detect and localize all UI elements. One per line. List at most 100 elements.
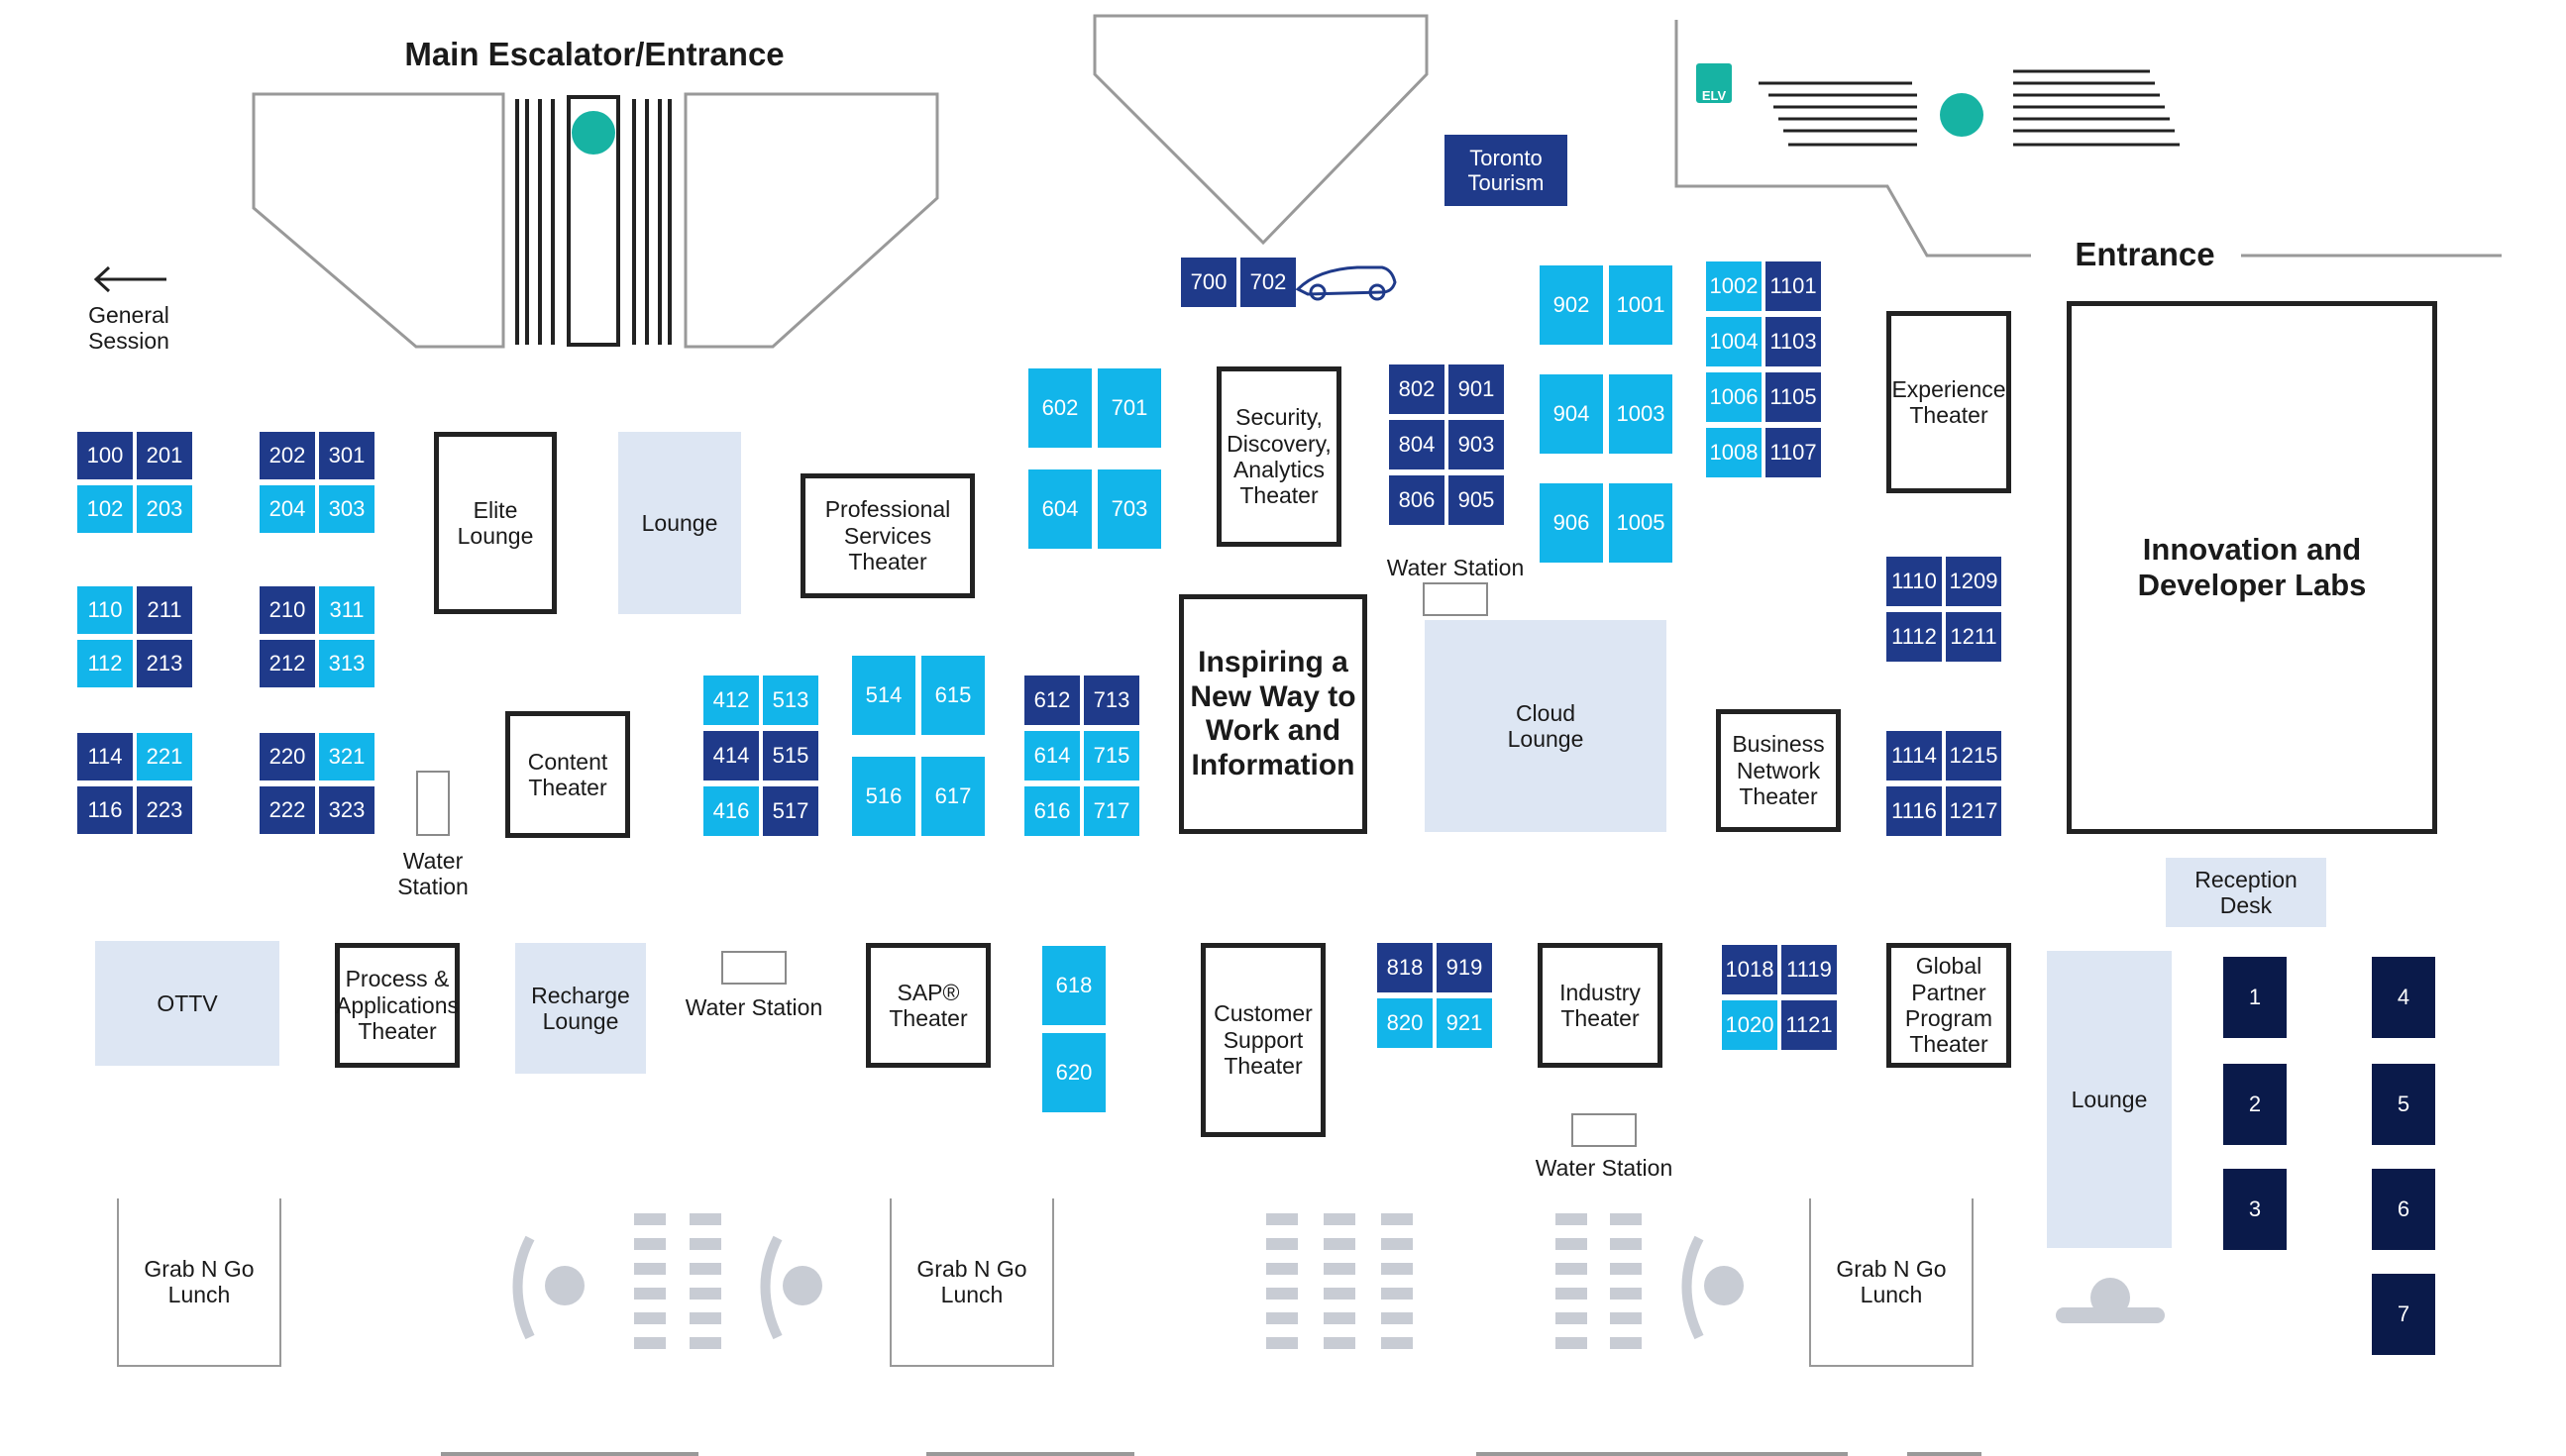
booth-902[interactable]: 902 xyxy=(1540,265,1603,345)
booth-114[interactable]: 114 xyxy=(77,733,133,780)
booth-1006[interactable]: 1006 xyxy=(1706,372,1762,422)
booth-717[interactable]: 717 xyxy=(1084,786,1139,836)
booth-1003[interactable]: 1003 xyxy=(1609,374,1672,454)
lounge-top[interactable]: Lounge xyxy=(618,432,741,614)
booth-301[interactable]: 301 xyxy=(319,432,374,479)
booth-102[interactable]: 102 xyxy=(77,485,133,533)
booth-802[interactable]: 802 xyxy=(1389,364,1444,414)
booth-620[interactable]: 620 xyxy=(1042,1033,1106,1112)
booth-100[interactable]: 100 xyxy=(77,432,133,479)
booth-212[interactable]: 212 xyxy=(260,640,315,687)
booth-222[interactable]: 222 xyxy=(260,786,315,834)
booth-515[interactable]: 515 xyxy=(763,731,818,780)
booth-614[interactable]: 614 xyxy=(1024,731,1080,780)
innovation-developer-labs[interactable]: Innovation and Developer Labs xyxy=(2067,301,2437,834)
booth-303[interactable]: 303 xyxy=(319,485,374,533)
booth-221[interactable]: 221 xyxy=(137,733,192,780)
booth-616[interactable]: 616 xyxy=(1024,786,1080,836)
booth-4[interactable]: 4 xyxy=(2372,957,2435,1038)
booth-323[interactable]: 323 xyxy=(319,786,374,834)
booth-412[interactable]: 412 xyxy=(703,676,759,725)
booth-513[interactable]: 513 xyxy=(763,676,818,725)
booth-517[interactable]: 517 xyxy=(763,786,818,836)
booth-112[interactable]: 112 xyxy=(77,640,133,687)
booth-1020[interactable]: 1020 xyxy=(1722,1000,1777,1050)
booth-311[interactable]: 311 xyxy=(319,586,374,634)
elite-lounge[interactable]: Elite Lounge xyxy=(434,432,557,614)
booth-414[interactable]: 414 xyxy=(703,731,759,780)
booth-701[interactable]: 701 xyxy=(1098,368,1161,448)
ottv-area[interactable]: OTTV xyxy=(95,941,279,1066)
booth-617[interactable]: 617 xyxy=(921,757,985,836)
booth-516[interactable]: 516 xyxy=(852,757,915,836)
professional-services-theater[interactable]: Professional Services Theater xyxy=(801,473,975,598)
booth-602[interactable]: 602 xyxy=(1028,368,1092,448)
booth-1211[interactable]: 1211 xyxy=(1946,612,2001,662)
booth-702[interactable]: 702 xyxy=(1240,258,1296,307)
global-partner-program-theater[interactable]: Global Partner Program Theater xyxy=(1886,943,2011,1068)
booth-1001[interactable]: 1001 xyxy=(1609,265,1672,345)
booth-1005[interactable]: 1005 xyxy=(1609,483,1672,563)
booth-1004[interactable]: 1004 xyxy=(1706,317,1762,366)
content-theater[interactable]: Content Theater xyxy=(505,711,630,838)
recharge-lounge[interactable]: Recharge Lounge xyxy=(515,943,646,1074)
security-discovery-analytics-theater[interactable]: Security, Discovery, Analytics Theater xyxy=(1217,366,1341,547)
booth-615[interactable]: 615 xyxy=(921,656,985,735)
booth-1105[interactable]: 1105 xyxy=(1765,372,1821,422)
booth-806[interactable]: 806 xyxy=(1389,475,1444,525)
booth-1209[interactable]: 1209 xyxy=(1946,557,2001,606)
booth-223[interactable]: 223 xyxy=(137,786,192,834)
booth-5[interactable]: 5 xyxy=(2372,1064,2435,1145)
booth-1107[interactable]: 1107 xyxy=(1765,428,1821,477)
booth-713[interactable]: 713 xyxy=(1084,676,1139,725)
booth-700[interactable]: 700 xyxy=(1181,258,1236,307)
booth-1112[interactable]: 1112 xyxy=(1886,612,1942,662)
booth-110[interactable]: 110 xyxy=(77,586,133,634)
booth-1116[interactable]: 1116 xyxy=(1886,786,1942,836)
sap-theater[interactable]: SAP® Theater xyxy=(866,943,991,1068)
booth-1002[interactable]: 1002 xyxy=(1706,261,1762,311)
booth-1119[interactable]: 1119 xyxy=(1781,945,1837,994)
grab-n-go-lunch-2[interactable]: Grab N Go Lunch xyxy=(890,1198,1054,1367)
booth-202[interactable]: 202 xyxy=(260,432,315,479)
lounge-right[interactable]: Lounge xyxy=(2047,951,2172,1248)
booth-1215[interactable]: 1215 xyxy=(1946,731,2001,780)
booth-612[interactable]: 612 xyxy=(1024,676,1080,725)
booth-210[interactable]: 210 xyxy=(260,586,315,634)
booth-1217[interactable]: 1217 xyxy=(1946,786,2001,836)
booth-904[interactable]: 904 xyxy=(1540,374,1603,454)
experience-theater[interactable]: Experience Theater xyxy=(1886,311,2011,493)
booth-6[interactable]: 6 xyxy=(2372,1169,2435,1250)
booth-903[interactable]: 903 xyxy=(1448,420,1504,469)
booth-203[interactable]: 203 xyxy=(137,485,192,533)
booth-703[interactable]: 703 xyxy=(1098,469,1161,549)
booth-715[interactable]: 715 xyxy=(1084,731,1139,780)
booth-1121[interactable]: 1121 xyxy=(1781,1000,1837,1050)
booth-818[interactable]: 818 xyxy=(1377,943,1433,992)
booth-906[interactable]: 906 xyxy=(1540,483,1603,563)
booth-116[interactable]: 116 xyxy=(77,786,133,834)
booth-7[interactable]: 7 xyxy=(2372,1274,2435,1355)
booth-1101[interactable]: 1101 xyxy=(1765,261,1821,311)
booth-213[interactable]: 213 xyxy=(137,640,192,687)
booth-1110[interactable]: 1110 xyxy=(1886,557,1942,606)
process-applications-theater[interactable]: Process & Applications Theater xyxy=(335,943,460,1068)
inspiring-new-way-area[interactable]: Inspiring a New Way to Work and Informat… xyxy=(1179,594,1367,834)
booth-211[interactable]: 211 xyxy=(137,586,192,634)
booth-919[interactable]: 919 xyxy=(1437,943,1492,992)
grab-n-go-lunch-3[interactable]: Grab N Go Lunch xyxy=(1809,1198,1974,1367)
booth-921[interactable]: 921 xyxy=(1437,998,1492,1048)
booth-416[interactable]: 416 xyxy=(703,786,759,836)
customer-support-theater[interactable]: Customer Support Theater xyxy=(1201,943,1326,1137)
booth-201[interactable]: 201 xyxy=(137,432,192,479)
booth-804[interactable]: 804 xyxy=(1389,420,1444,469)
booth-313[interactable]: 313 xyxy=(319,640,374,687)
booth-618[interactable]: 618 xyxy=(1042,946,1106,1025)
booth-1008[interactable]: 1008 xyxy=(1706,428,1762,477)
booth-901[interactable]: 901 xyxy=(1448,364,1504,414)
general-session-label[interactable]: General Session xyxy=(88,302,169,355)
booth-1114[interactable]: 1114 xyxy=(1886,731,1942,780)
booth-1018[interactable]: 1018 xyxy=(1722,945,1777,994)
booth-204[interactable]: 204 xyxy=(260,485,315,533)
booth-2[interactable]: 2 xyxy=(2223,1064,2287,1145)
